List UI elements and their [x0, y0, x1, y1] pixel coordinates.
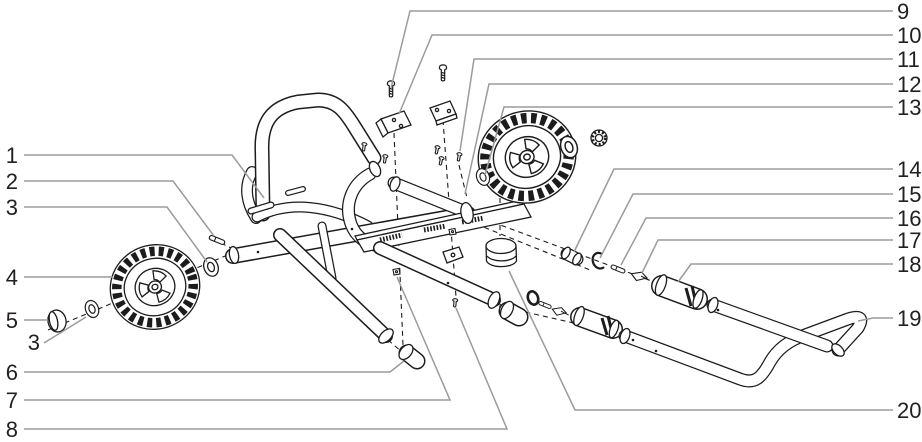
callout-16: 16 [897, 206, 921, 231]
bracket-screw-2 [438, 64, 448, 82]
mounting-hardware [360, 64, 463, 308]
axle-washer-outer [82, 297, 102, 321]
right-leg-open-end [487, 291, 501, 309]
leader-3 [24, 206, 208, 263]
callout-7: 7 [6, 388, 18, 413]
pail-hook-handle [618, 296, 868, 388]
axle-left-end [228, 245, 240, 265]
leader-20 [508, 270, 893, 411]
foot-cap-right [498, 300, 529, 327]
foot-cap-left [398, 343, 426, 370]
left-wheel [99, 233, 211, 341]
callout-13: 13 [897, 95, 921, 120]
grip-roller-lower [570, 305, 623, 339]
leader-8 [24, 307, 509, 430]
leader-3b [43, 316, 87, 344]
handle-assembly [398, 237, 868, 388]
leader-11 [459, 58, 893, 152]
callout-9: 9 [897, 0, 909, 24]
leader-17 [641, 239, 893, 274]
leader-15 [599, 193, 893, 259]
o-ring [526, 290, 540, 306]
axle-right-end [460, 201, 474, 225]
frame-screw [455, 151, 463, 162]
leader-1 [24, 154, 265, 199]
callout-20: 20 [897, 398, 921, 423]
handle-pin-upper [609, 263, 627, 275]
yoke-stub-end [368, 160, 382, 178]
callout-2: 2 [6, 169, 18, 194]
hub-cap [47, 309, 67, 333]
left-leg-open-end [378, 328, 394, 344]
leader-14 [573, 168, 893, 253]
callout-5: 5 [6, 308, 18, 333]
callout-4: 4 [6, 265, 18, 290]
callout-8: 8 [6, 417, 18, 442]
callout-10: 10 [897, 23, 921, 48]
flat-bracket [429, 100, 458, 126]
right-wheel-assembly [466, 98, 608, 215]
spacer-bushing [560, 246, 584, 266]
drain-cup [485, 237, 518, 268]
leader-6 [24, 360, 405, 373]
callout-11: 11 [897, 47, 920, 72]
leader-7 [24, 276, 452, 401]
grip-roller-upper [651, 274, 708, 310]
retaining-ring [591, 251, 605, 270]
handle-pin-lower [537, 300, 553, 310]
leader-9 [390, 10, 893, 89]
l-bracket [375, 110, 412, 139]
hitch-clip-upper [629, 270, 652, 283]
leader-12 [464, 83, 893, 195]
lock-nut [590, 129, 608, 147]
bracket-screw [386, 80, 396, 98]
callout-12: 12 [897, 72, 921, 97]
callout-14: 14 [897, 157, 921, 182]
axle-pin [208, 234, 226, 246]
callout-3: 3 [6, 195, 18, 220]
callout-18: 18 [897, 252, 921, 277]
leader-18 [677, 263, 893, 283]
callout-6: 6 [6, 360, 18, 385]
left-wheel-assembly [47, 233, 226, 341]
rail-open-end [389, 176, 401, 192]
leader-lines [24, 10, 893, 430]
callout-19: 19 [897, 306, 921, 331]
callout-17: 17 [897, 228, 921, 253]
hitch-clip-lower [550, 305, 571, 318]
leader-16 [620, 217, 893, 266]
lower-screw [451, 297, 459, 308]
leader-13 [484, 106, 893, 176]
cart-frame [225, 92, 532, 344]
callout-15: 15 [897, 182, 921, 207]
callout-labels: 1 2 3 4 5 3 6 7 8 9 10 11 12 13 14 15 16… [6, 0, 922, 442]
callout-1: 1 [6, 143, 18, 168]
frame-nut [392, 267, 401, 276]
leader-19 [857, 317, 893, 322]
leader-10 [398, 34, 893, 115]
leader-2 [24, 180, 215, 237]
callout-3b: 3 [28, 330, 40, 355]
